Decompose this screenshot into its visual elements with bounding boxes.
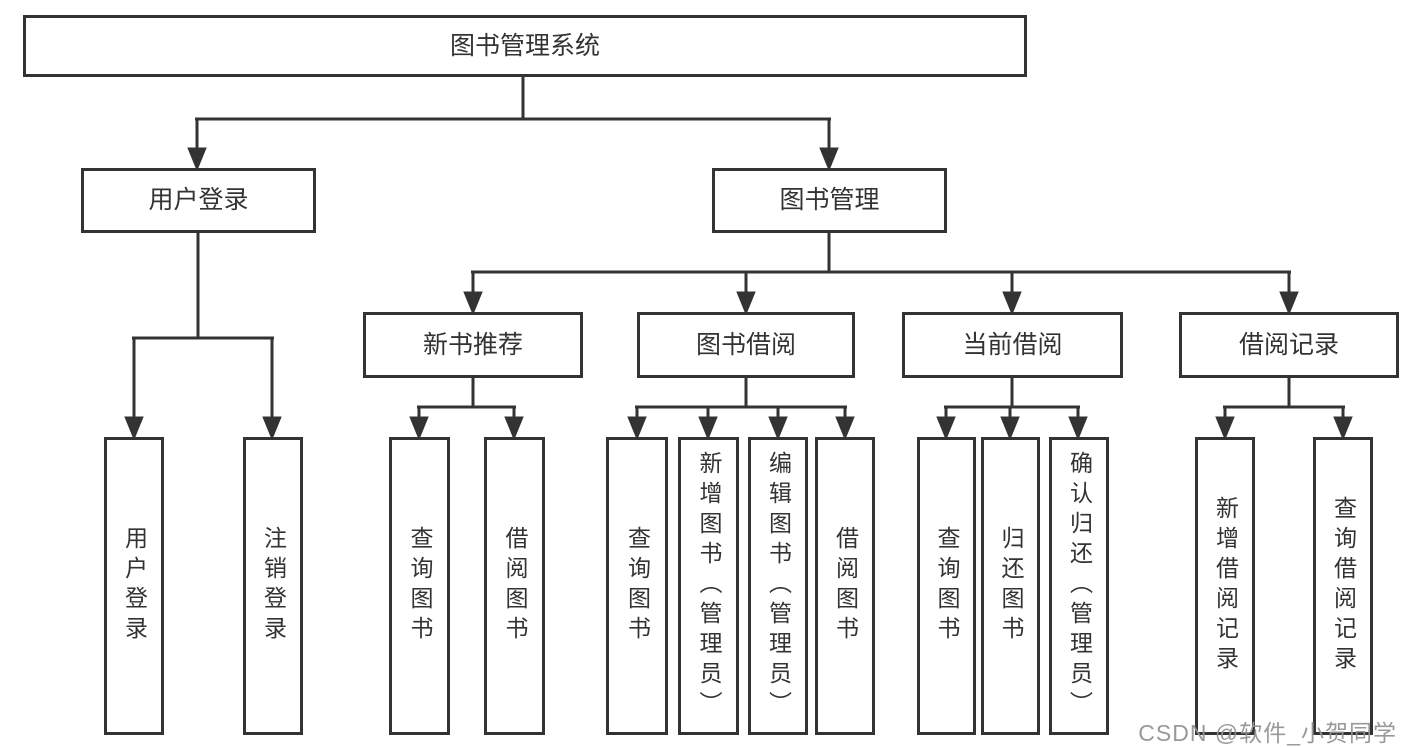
leaf-user-login: 用户登录 xyxy=(104,437,164,735)
node-book-management-branch: 图书管理 xyxy=(712,168,947,233)
connector-root-to-level2 xyxy=(187,77,839,172)
leaf-query-books: 查询图书 xyxy=(917,437,976,735)
leaf-add-borrow-record: 新增借阅记录 xyxy=(1195,437,1255,735)
leaf-borrow-books: 借阅图书 xyxy=(815,437,875,735)
connector-borrow-record-leaves xyxy=(1215,378,1353,441)
leaf-label: 查询图书 xyxy=(624,526,651,646)
connector-book-mgmt-to-level3 xyxy=(463,233,1299,316)
node-label: 借阅记录 xyxy=(1238,330,1339,359)
node-root-label: 图书管理系统 xyxy=(449,31,600,60)
leaf-label: 注销登录 xyxy=(260,526,287,646)
csdn-watermark: CSDN @软件_小贺同学 xyxy=(1138,720,1397,746)
leaf-label: 查询借阅记录 xyxy=(1330,496,1357,676)
leaf-label: 借阅图书 xyxy=(832,526,859,646)
node-root-system: 图书管理系统 xyxy=(23,15,1027,77)
leaf-query-borrow-record: 查询借阅记录 xyxy=(1313,437,1373,735)
leaf-label: 新增图书（管理员） xyxy=(696,451,722,721)
connector-book-borrow-leaves xyxy=(627,378,855,441)
leaf-label: 确认归还（管理员） xyxy=(1066,451,1093,721)
leaf-edit-books-admin: 编辑图书（管理员） xyxy=(748,437,808,735)
node-borrowing-records: 借阅记录 xyxy=(1179,312,1399,378)
leaf-query-books: 查询图书 xyxy=(606,437,668,735)
leaf-label: 归还图书 xyxy=(998,526,1024,646)
leaf-confirm-return-admin: 确认归还（管理员） xyxy=(1049,437,1109,735)
connector-new-book-leaves xyxy=(409,378,524,441)
node-label: 图书管理 xyxy=(779,186,880,214)
node-user-login-branch: 用户登录 xyxy=(81,168,316,233)
connector-current-borrow-leaves xyxy=(936,378,1088,441)
node-current-borrowing: 当前借阅 xyxy=(902,312,1123,378)
leaf-label: 新增借阅记录 xyxy=(1212,496,1239,676)
node-new-book-recommend: 新书推荐 xyxy=(363,312,583,378)
connector-user-login-branch xyxy=(124,233,282,441)
leaf-label: 编辑图书（管理员） xyxy=(765,451,792,721)
leaf-label: 查询图书 xyxy=(934,526,960,646)
leaf-label: 用户登录 xyxy=(121,526,148,646)
node-label: 图书借阅 xyxy=(695,330,796,359)
leaf-add-books-admin: 新增图书（管理员） xyxy=(678,437,739,735)
node-book-borrowing: 图书借阅 xyxy=(637,312,855,378)
node-label: 当前借阅 xyxy=(962,330,1063,359)
leaf-label: 查询图书 xyxy=(407,526,433,646)
node-label: 新书推荐 xyxy=(422,330,523,359)
leaf-logout: 注销登录 xyxy=(243,437,303,735)
leaf-return-books: 归还图书 xyxy=(981,437,1040,735)
node-label: 用户登录 xyxy=(148,186,249,214)
leaf-query-books: 查询图书 xyxy=(389,437,450,735)
leaf-label: 借阅图书 xyxy=(502,526,528,646)
leaf-borrow-books: 借阅图书 xyxy=(484,437,545,735)
